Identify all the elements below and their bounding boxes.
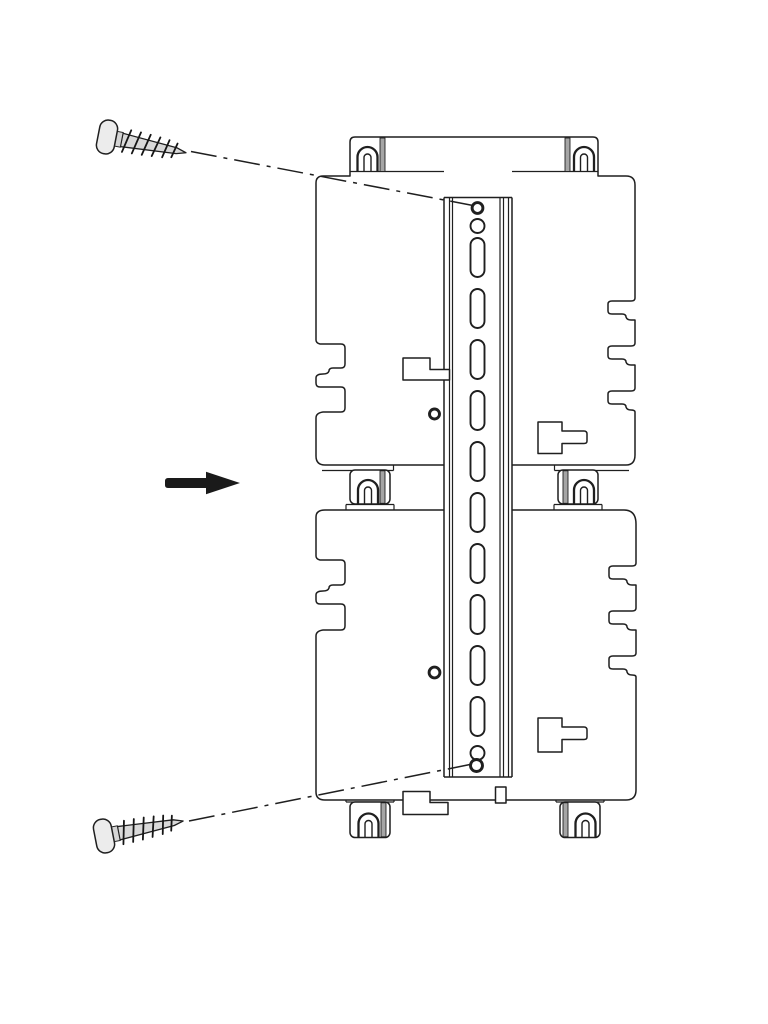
top-screw (95, 119, 187, 159)
screw-threads (122, 814, 173, 846)
leader-lines (188, 150, 474, 822)
screw-threads (121, 129, 179, 159)
rail-slot (469, 594, 486, 635)
lower-latch-tab (402, 790, 449, 816)
direction-arrow-icon (165, 471, 240, 495)
plate-features (402, 357, 588, 816)
din-rail-body (444, 197, 512, 777)
tab-fold-strip (380, 802, 387, 838)
leader-line-top (190, 150, 474, 207)
keyhole-slot-inner (363, 486, 373, 504)
tab-body (349, 801, 391, 839)
tab-fold-strip (562, 470, 569, 504)
tab-top-left (356, 137, 386, 172)
keyhole-slot (572, 478, 596, 504)
rail-slot (469, 645, 486, 686)
din-rail-edges (443, 196, 513, 778)
keyhole-slot (356, 478, 380, 504)
keyhole-slot (357, 812, 380, 837)
rail-slot (469, 288, 486, 329)
screw-head (95, 119, 119, 155)
leader-line-bottom (188, 763, 471, 822)
rail-screw-hole (470, 201, 485, 215)
keyhole-slot-inner (579, 153, 589, 172)
tab-fold-strip (379, 137, 386, 172)
rail-slot (469, 492, 486, 533)
bottom-small-slot (494, 786, 507, 804)
tab-fold-strip (562, 802, 569, 838)
screw-shaft (116, 819, 184, 841)
keyhole-slot (356, 145, 379, 172)
rail-short-slot (469, 218, 486, 234)
rail-slot (469, 696, 486, 737)
screw-head (92, 818, 116, 854)
tab-fold-strip (379, 470, 386, 504)
plate-ring-holes (427, 407, 442, 680)
plate-ring-hole (428, 407, 441, 421)
rail-slot (469, 390, 486, 431)
bottom-screw (92, 814, 184, 854)
mounting-tabs (349, 137, 601, 839)
tab-bottom-right (559, 801, 601, 839)
din-rail-slots (469, 218, 486, 761)
tab-fold-strip (564, 137, 571, 172)
rail-slot (469, 441, 486, 482)
upper-latch-tab (402, 357, 451, 381)
tab-bottom-left (349, 801, 391, 839)
tab-middle-left (349, 469, 391, 505)
rail-slot (469, 543, 486, 584)
keyhole-slot-inner (581, 819, 590, 837)
keyhole-slot-inner (363, 153, 372, 172)
tab-top-right (564, 137, 596, 172)
tab-middle-right (557, 469, 599, 505)
rail-screw-hole (469, 758, 484, 773)
keyhole-slot (572, 145, 596, 172)
keyhole-slot-inner (579, 486, 589, 504)
din-rail-screw-holes (469, 201, 485, 773)
tab-body (559, 801, 601, 839)
plate-ring-hole (427, 665, 442, 680)
din-rail (443, 196, 513, 778)
rail-slot (469, 339, 486, 380)
keyhole-slot-inner (364, 819, 373, 837)
keyhole-slot (574, 812, 597, 837)
lower-right-t-tab (537, 717, 588, 753)
upper-right-t-tab (537, 421, 588, 455)
rail-slot (469, 237, 486, 278)
